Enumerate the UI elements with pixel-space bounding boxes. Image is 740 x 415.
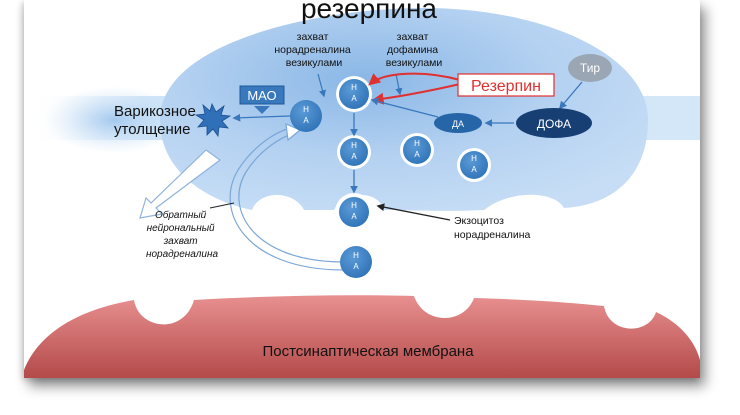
svg-text:А: А bbox=[351, 152, 357, 161]
presynaptic-terminal bbox=[160, 8, 648, 211]
vesicle-right-2: Н А bbox=[457, 148, 491, 182]
outflow-arrow bbox=[139, 149, 222, 219]
vesicle-cytosol: Н А bbox=[290, 100, 322, 132]
reuptake-arrow-inner bbox=[238, 133, 345, 263]
reuptake-pointer bbox=[209, 202, 235, 209]
svg-text:Н: Н bbox=[471, 154, 477, 163]
reuptake-arrowhead bbox=[285, 123, 302, 142]
vesicle-docked: Н А bbox=[335, 193, 373, 231]
vesicle-da-uptake-label: захват дофамина везикулами bbox=[386, 31, 443, 69]
vesicle-right-1: Н А bbox=[400, 133, 434, 167]
vesicle-top: Н А bbox=[336, 76, 372, 112]
reserpine-arrow-1 bbox=[368, 72, 461, 86]
slide: резерпина Постсинаптическая мембрана МАО… bbox=[24, 0, 700, 378]
svg-text:Н: Н bbox=[353, 251, 359, 260]
svg-text:Н: Н bbox=[351, 83, 357, 92]
svg-text:Н: Н bbox=[303, 105, 309, 114]
svg-text:А: А bbox=[303, 116, 309, 125]
arrow-da-uptake bbox=[395, 73, 403, 96]
svg-text:Н: Н bbox=[414, 139, 420, 148]
svg-text:Н: Н bbox=[351, 201, 357, 210]
arrow-na-uptake bbox=[317, 73, 326, 98]
reserpine-arrow-2 bbox=[371, 83, 461, 105]
svg-text:А: А bbox=[353, 262, 359, 271]
svg-text:А: А bbox=[351, 94, 357, 103]
vesicle-released: Н А bbox=[340, 246, 372, 278]
mao-label: МАО bbox=[247, 88, 276, 103]
title-fragment: резерпина bbox=[301, 0, 437, 24]
vesicle-na-uptake-label: захват норадреналина везикулами bbox=[274, 31, 353, 69]
postsynaptic-membrane bbox=[24, 295, 700, 378]
arrow-na-to-mao bbox=[232, 113, 291, 122]
arrow-da-to-vesicle bbox=[370, 97, 439, 118]
da-label: ДА bbox=[452, 119, 464, 129]
reserpine-box bbox=[457, 73, 555, 97]
dopa-node bbox=[516, 108, 592, 138]
tyr-label: Тир bbox=[580, 61, 601, 75]
metabolite-star-icon bbox=[194, 102, 232, 138]
arrow-tyr-to-dopa bbox=[558, 81, 583, 110]
svg-text:А: А bbox=[351, 212, 357, 221]
da-node bbox=[434, 113, 482, 133]
mao-box bbox=[239, 85, 285, 105]
svg-text:А: А bbox=[414, 150, 420, 159]
varicose-glow bbox=[44, 86, 184, 154]
reuptake-label: Обратный нейрональный захват норадренали… bbox=[146, 209, 218, 260]
tyr-node bbox=[568, 54, 612, 82]
svg-text:Н: Н bbox=[351, 141, 357, 150]
dopa-label: ДОФА bbox=[537, 117, 571, 131]
svg-text:А: А bbox=[471, 165, 477, 174]
vesicle-middle: Н А bbox=[337, 135, 371, 169]
mao-arrowhead bbox=[254, 106, 270, 114]
arrow-exocytosis bbox=[376, 203, 451, 221]
postsynaptic-label: Постсинаптическая мембрана bbox=[262, 343, 474, 360]
reserpine-label: Резерпин bbox=[471, 78, 541, 95]
exocytosis-label: Экзоцитоз норадреналина bbox=[454, 215, 531, 241]
varicose-label: Варикозное утолщение bbox=[114, 103, 200, 138]
reserpine-mechanism-diagram: резерпина Постсинаптическая мембрана МАО… bbox=[24, 0, 700, 378]
reuptake-arrow-outer bbox=[229, 127, 345, 271]
